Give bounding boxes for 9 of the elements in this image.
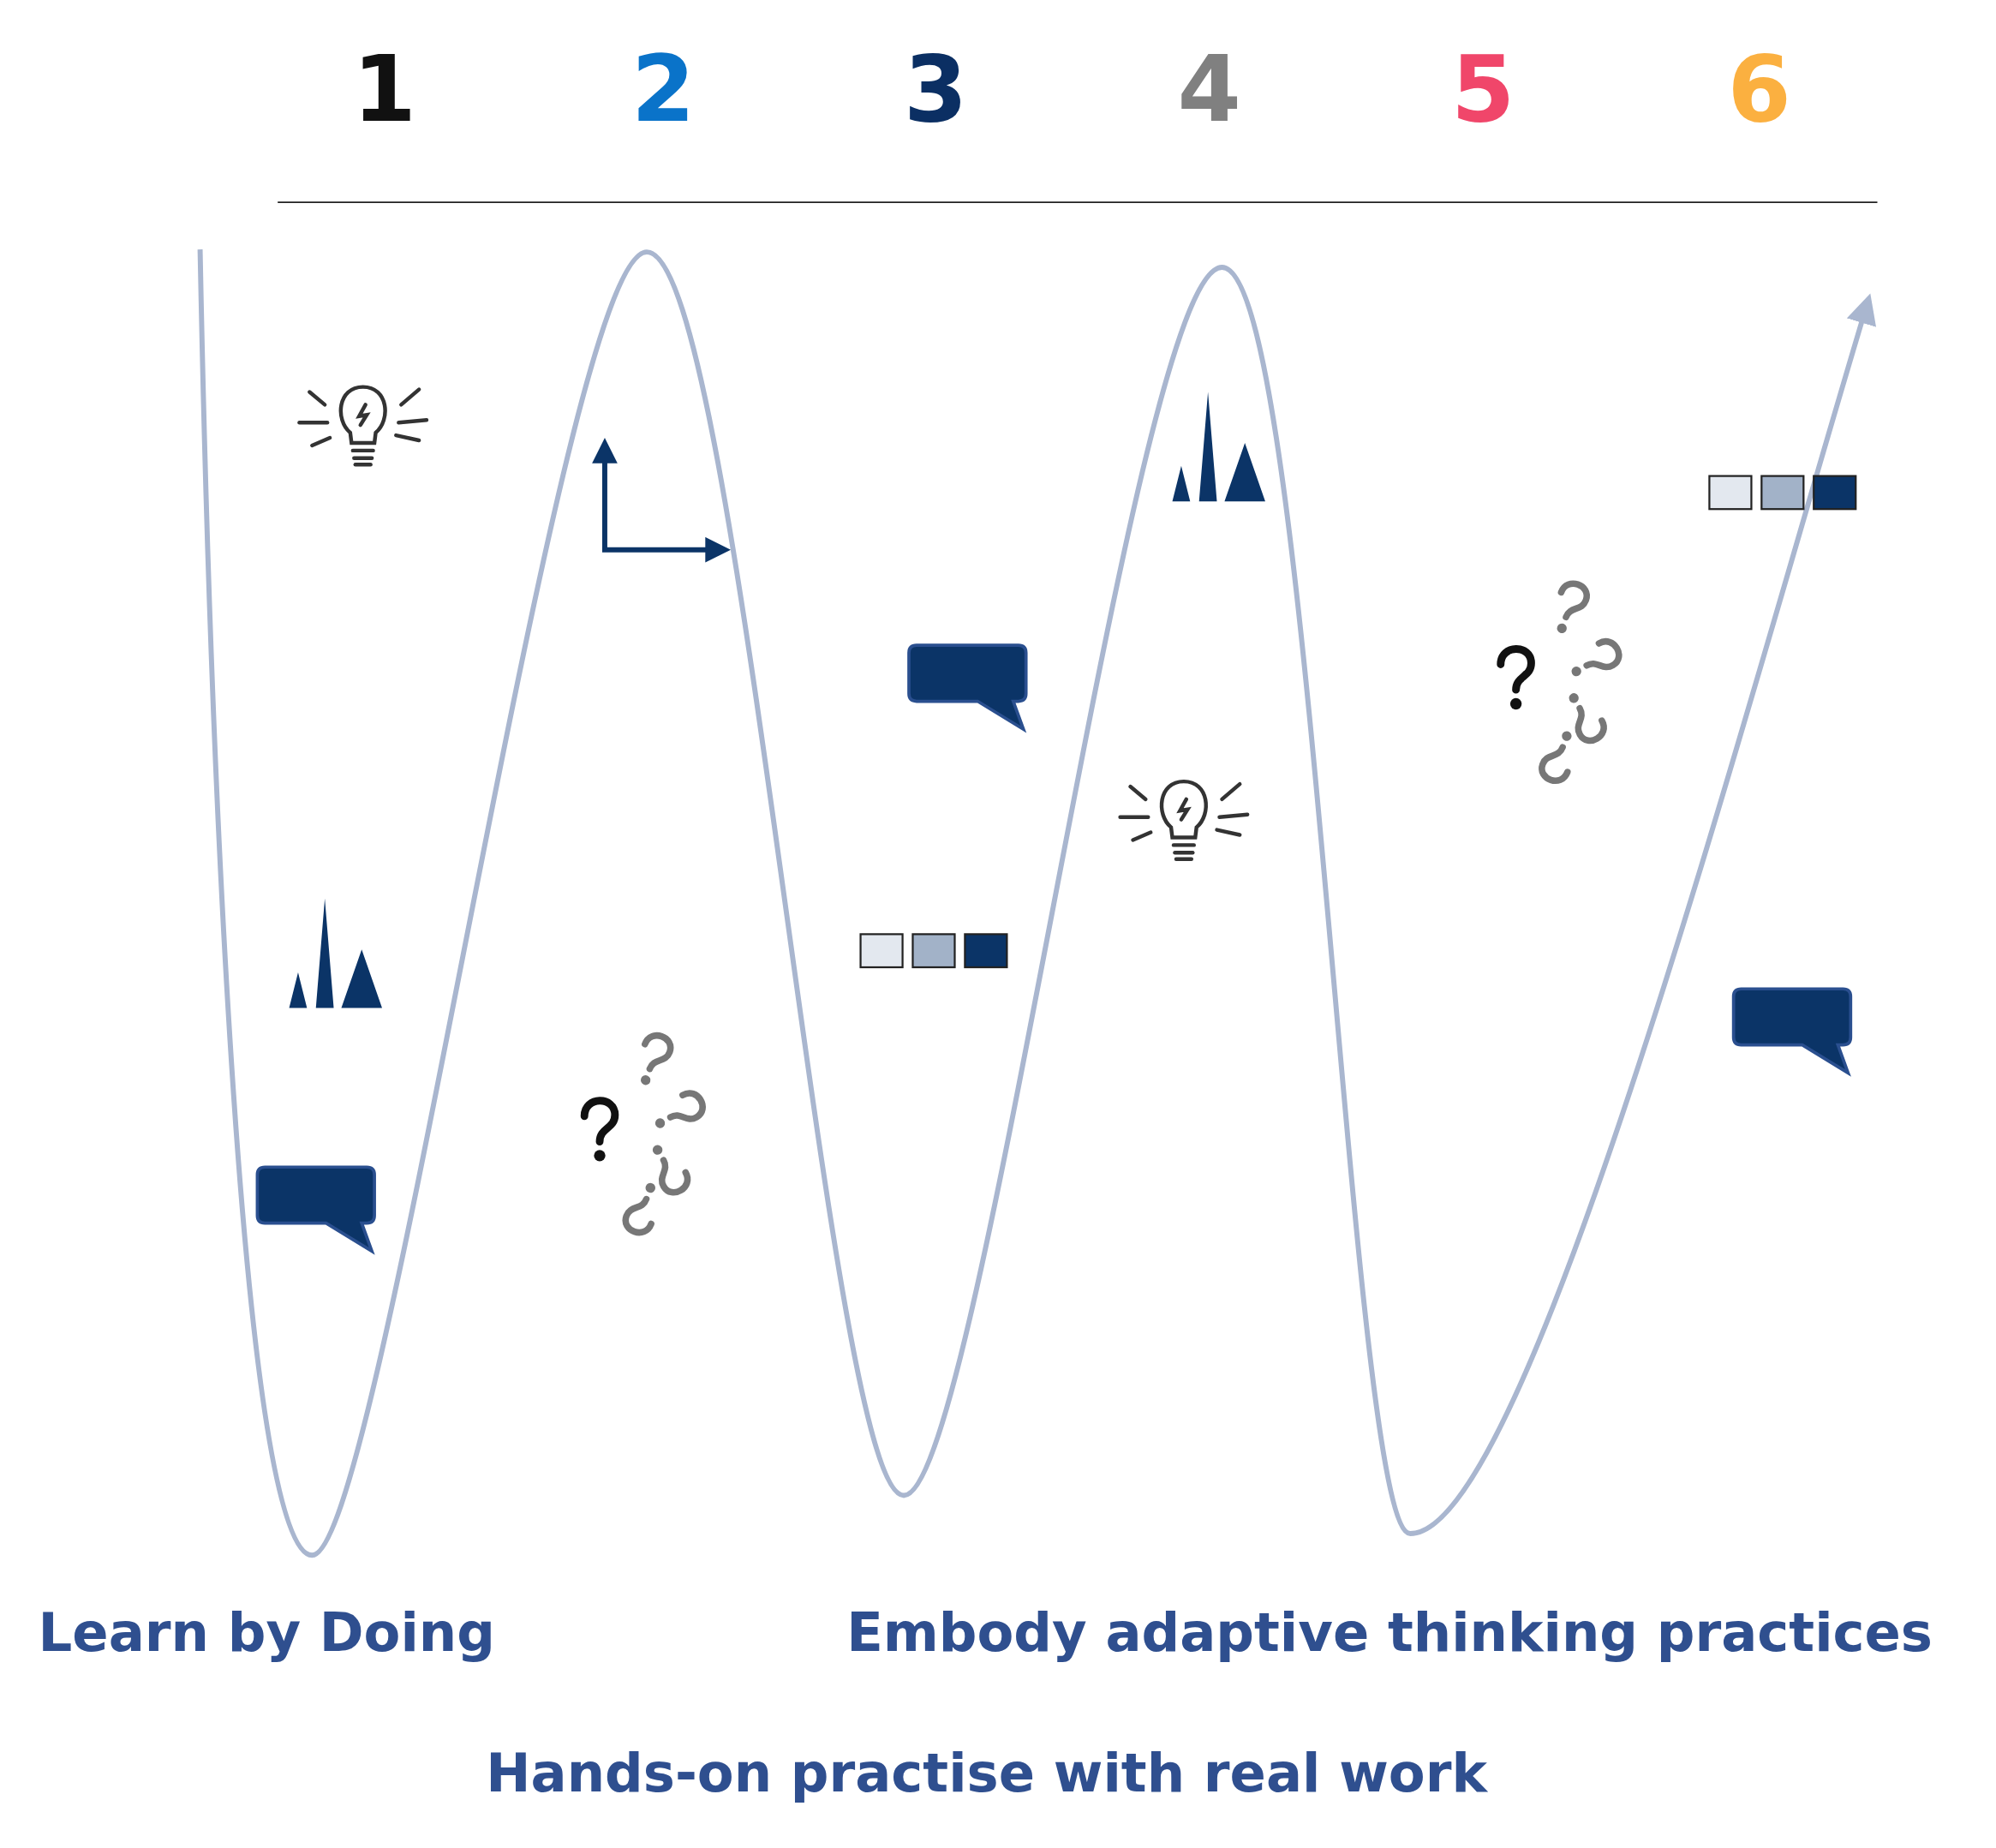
step-number: 1 [352,43,416,135]
step-number: 4 [1177,43,1241,135]
step-number: 2 [630,43,696,135]
step-number: 6 [1727,43,1791,135]
footer-label: Hands-on practise with real work [486,1746,1487,1801]
step-number: 5 [1450,43,1515,135]
phase-label: Learn by Doing [38,1606,495,1660]
step-number: 3 [903,43,968,135]
phase-label: Embody adaptive thinking practices [846,1606,1933,1660]
